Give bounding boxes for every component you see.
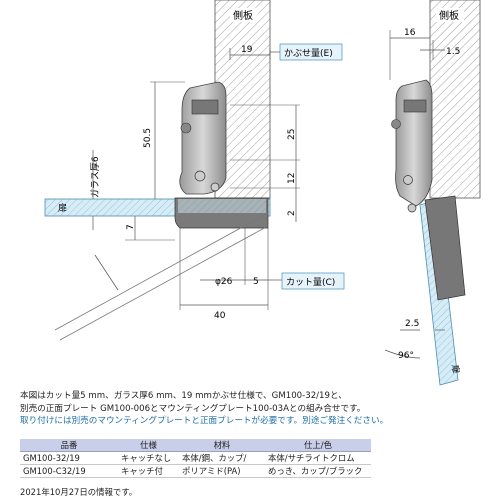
dim-1-5: 1.5: [446, 47, 460, 57]
cell-part-number: GM100-C32/19: [20, 464, 118, 478]
door-label-left: 扉: [58, 202, 67, 214]
cut-label: カット量(C): [286, 277, 335, 288]
dim-12: 12: [287, 173, 297, 184]
glass-thickness-label: ガラス厚6: [90, 156, 101, 198]
side-plate-right: [429, 0, 481, 199]
dim-19: 19: [241, 45, 253, 55]
cut-label-box: [281, 272, 345, 290]
cell-material: 本体/鋼、カップ/: [179, 451, 265, 465]
dim-2: 2: [287, 210, 297, 216]
note-line-1: 本図はカット量5 mm、ガラス厚6 mm、19 mmかぶせ仕様で、GM100-3…: [20, 391, 347, 401]
table-row: GM100-C32/19 キャッチ付 ポリアミド(PA) めっき、カップ/ブラッ…: [20, 464, 371, 478]
dim-phi26: φ26: [215, 277, 233, 287]
cell-spec: キャッチ付: [118, 464, 179, 478]
table-row: GM100-32/19 キャッチなし 本体/鋼、カップ/ 本体/サチライトクロム: [20, 451, 371, 465]
dim-5: 5: [253, 277, 259, 287]
info-date: 2021年10月27日の情報です。: [20, 487, 138, 497]
left-view: 側板 19 かぶせ量(E) 扉 ガラス厚6 50.5 7: [44, 0, 345, 341]
hinge-cup-right: [424, 195, 466, 301]
header-spec: 仕様: [118, 439, 179, 452]
cell-material: ポリアミド(PA): [179, 464, 265, 478]
overlay-label: かぶせ量(E): [284, 48, 333, 59]
dim-25: 25: [287, 129, 297, 140]
hinge-arm-right: [395, 79, 433, 207]
angle-96: 96°: [398, 351, 414, 361]
header-material: 材料: [179, 439, 265, 452]
right-view: 側板 16 1.5 扉 2.5 96°: [384, 0, 481, 386]
table-header-row: 品番 仕様 材料 仕上/色: [20, 439, 371, 452]
cell-spec: キャッチなし: [118, 451, 179, 465]
cell-finish: めっき、カップ/ブラック: [265, 464, 371, 478]
side-plate-right-label: 側板: [439, 9, 459, 22]
cell-part-number: GM100-32/19: [20, 451, 118, 465]
cell-finish: 本体/サチライトクロム: [265, 451, 371, 465]
spec-table: 品番 仕様 材料 仕上/色 GM100-32/19 キャッチなし 本体/鋼、カッ…: [20, 439, 371, 478]
note-line-3: 取り付けには別売のマウンティングプレートと正面プレートが必要です。別途ご発注くだ…: [20, 416, 389, 426]
dim-16: 16: [404, 28, 416, 38]
note-line-2: 別売の正面プレート GM100-006とマウンティングプレート100-03Aとの…: [20, 403, 366, 414]
side-plate-label: 側板: [233, 9, 253, 22]
screw-head: [180, 122, 192, 134]
notes: 本図はカット量5 mm、ガラス厚6 mm、19 mmかぶせ仕様で、GM100-3…: [20, 390, 490, 428]
dim-50-5: 50.5: [143, 128, 153, 148]
header-part-number: 品番: [20, 439, 118, 452]
header-finish: 仕上/色: [265, 439, 371, 452]
dim-2-5: 2.5: [405, 319, 419, 329]
door-label-right: 扉: [449, 364, 462, 374]
dim-40: 40: [214, 311, 226, 321]
dim-7: 7: [126, 224, 136, 230]
